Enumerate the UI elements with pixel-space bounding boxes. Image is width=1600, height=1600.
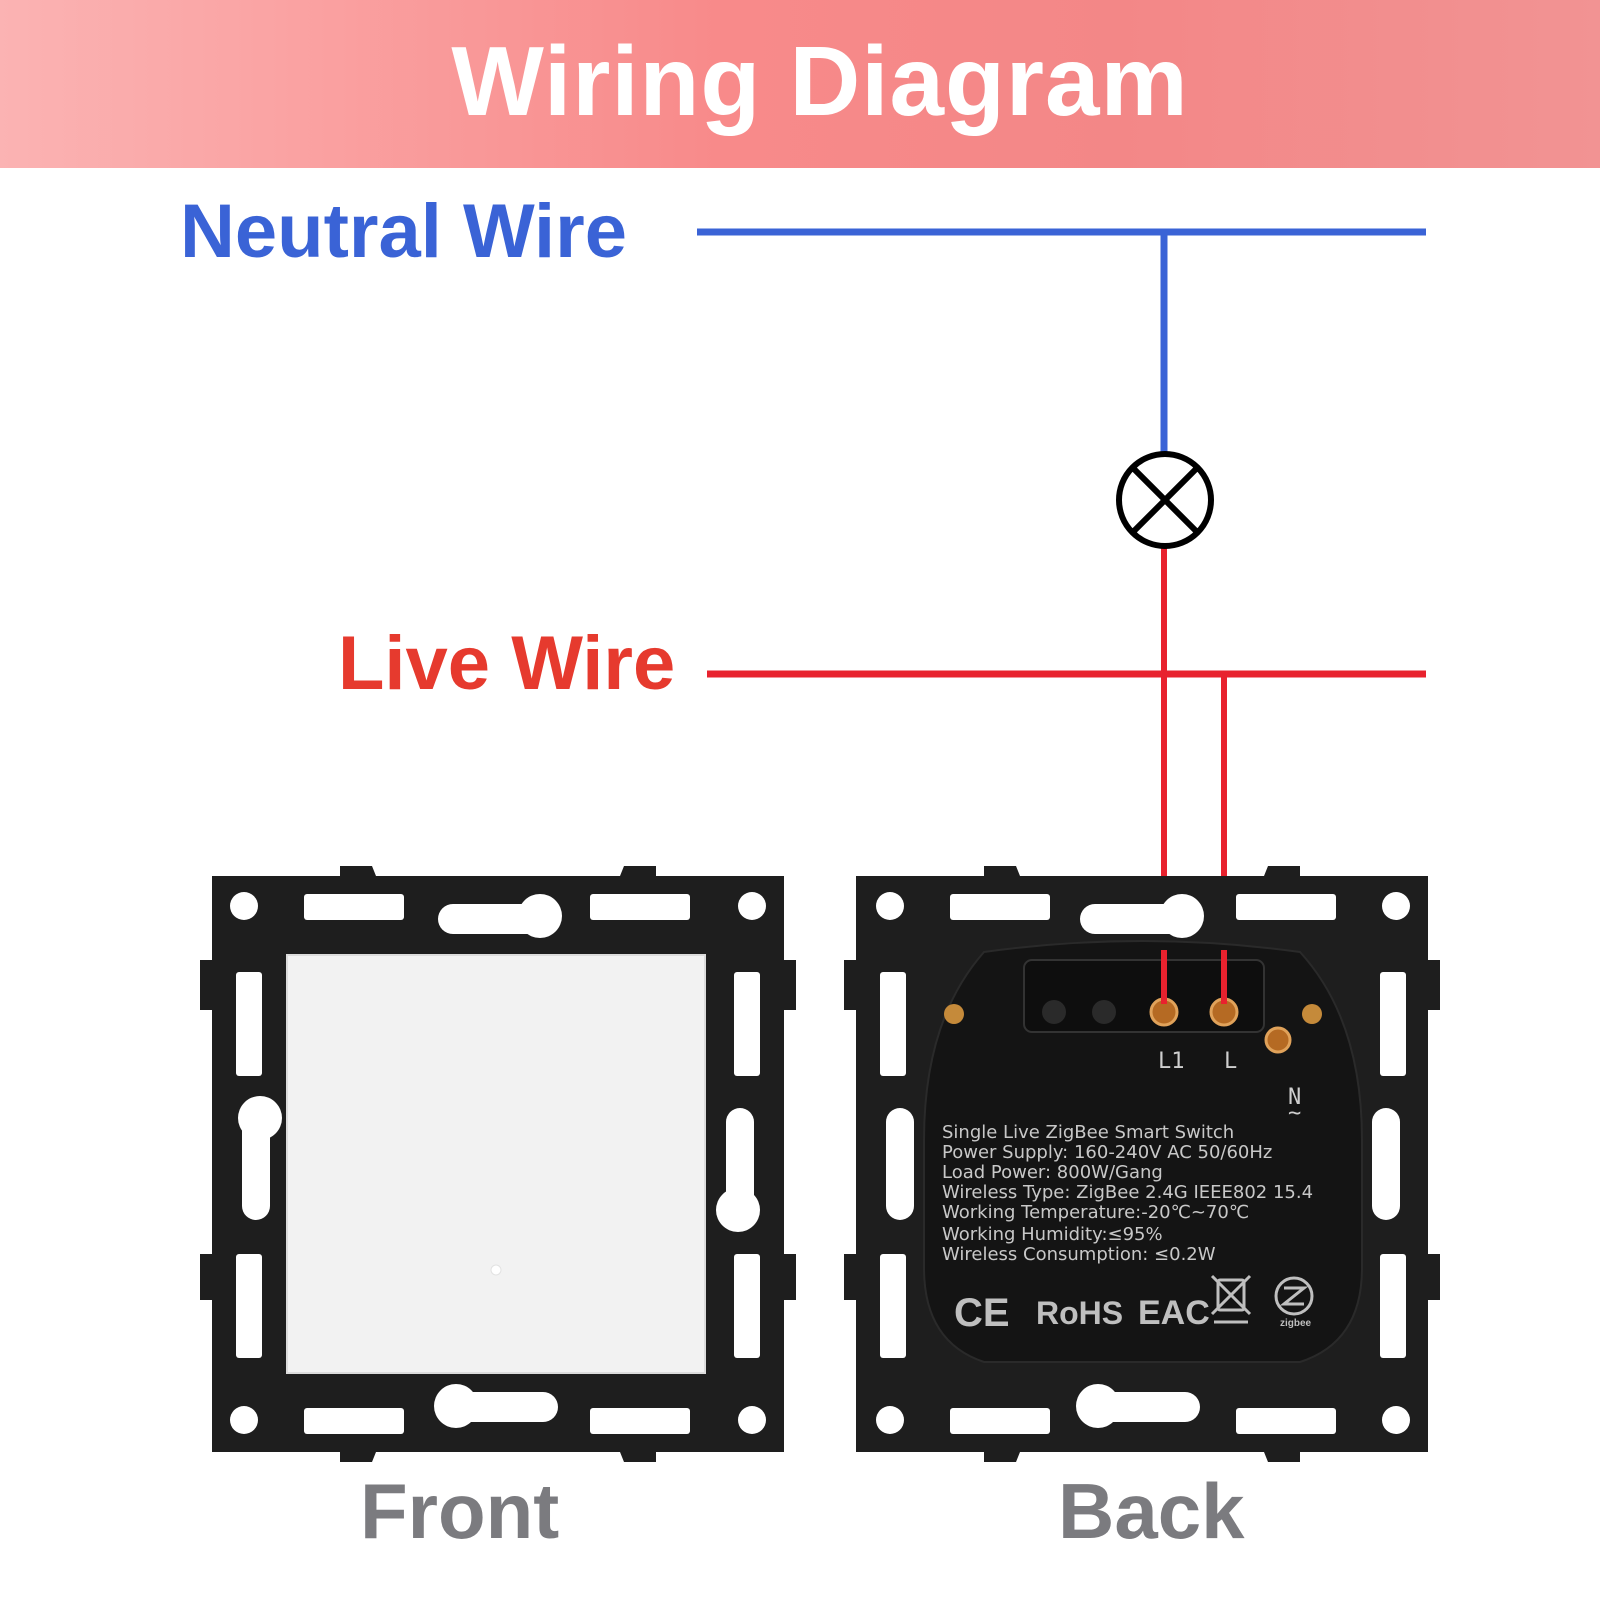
terminal-label-n: N — [1288, 1085, 1301, 1110]
module-housing — [923, 940, 1363, 1363]
side-screw-left — [944, 1004, 964, 1024]
terminal-screw-blank-2 — [1092, 1000, 1116, 1024]
spec-line: Wireless Type: ZigBee 2.4G IEEE802 15.4 — [942, 1182, 1313, 1203]
terminal-screw-blank-1 — [1042, 1000, 1066, 1024]
spec-line: Working Temperature:-20℃~70℃ — [942, 1202, 1249, 1223]
spec-label: Single Live ZigBee Smart Switch Power Su… — [942, 1122, 1313, 1265]
terminal-label-n-symbol: ~ — [1288, 1101, 1301, 1126]
side-screw-right — [1302, 1004, 1322, 1024]
lamp-cross-icon — [1116, 451, 1214, 549]
front-switch — [200, 866, 796, 1462]
live-wire-label: Live Wire — [338, 621, 676, 706]
terminal-label-l1: L1 — [1158, 1049, 1185, 1074]
back-caption: Back — [1058, 1467, 1245, 1555]
weee-bin-icon — [1210, 1274, 1252, 1324]
front-caption: Front — [360, 1467, 560, 1555]
spec-line: Working Humidity:≤95% — [942, 1224, 1163, 1245]
neutral-wire-label: Neutral Wire — [180, 189, 627, 274]
title-banner: Wiring Diagram — [0, 0, 1600, 168]
spec-line: Single Live ZigBee Smart Switch — [942, 1122, 1234, 1143]
zigbee-wordmark: zigbee — [1280, 1318, 1312, 1329]
rohs-mark: RoHS — [1036, 1295, 1123, 1331]
spec-line: Power Supply: 160-240V AC 50/60Hz — [942, 1142, 1272, 1163]
ce-mark: CE — [954, 1291, 1010, 1335]
zigbee-logo-icon: zigbee — [1274, 1276, 1314, 1329]
indicator-led — [490, 1264, 502, 1276]
back-switch: L1 L N ~ Single Live ZigBee Smart Switch… — [844, 866, 1440, 1462]
spec-line: Wireless Consumption: ≤0.2W — [942, 1244, 1216, 1265]
front-frame-holes — [230, 892, 766, 1434]
back-frame-holes — [876, 892, 1410, 1434]
terminal-label-l: L — [1224, 1049, 1237, 1074]
terminal-screw-n — [1264, 1026, 1292, 1054]
page-title: Wiring Diagram — [451, 25, 1189, 136]
spec-line: Load Power: 800W/Gang — [942, 1162, 1163, 1183]
front-rocker-panel — [286, 954, 706, 1374]
eac-mark: EAC — [1138, 1294, 1210, 1332]
